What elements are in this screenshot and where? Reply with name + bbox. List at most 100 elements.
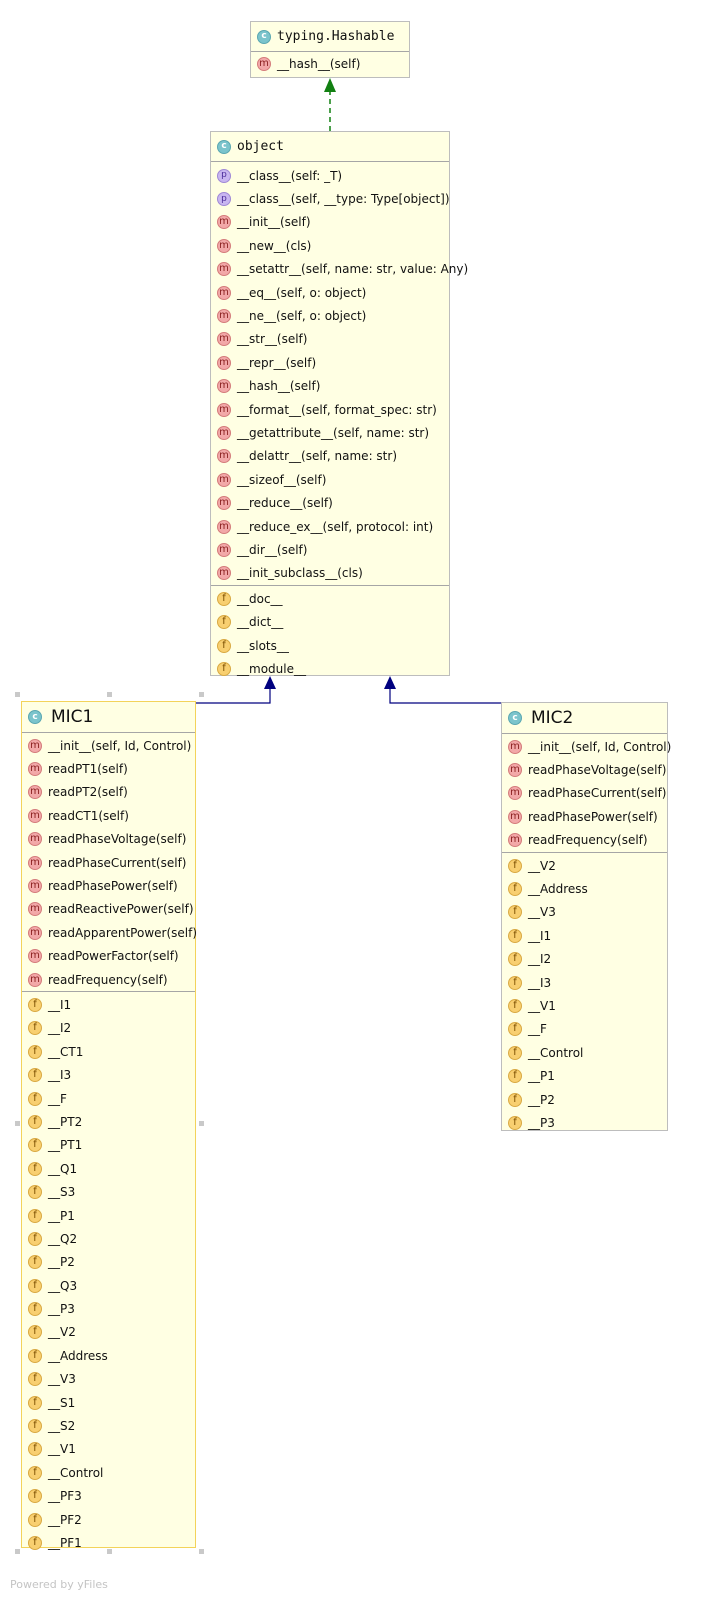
field-icon: f <box>28 1535 42 1550</box>
inherits-edge-mic2-object <box>389 688 501 704</box>
method-icon: m <box>28 972 42 987</box>
class-node-object[interactable]: c object p__class__(self: _T) p__class__… <box>210 131 468 676</box>
method-label: readFrequency(self) <box>48 972 168 987</box>
method-label: readReactivePower(self) <box>48 902 194 917</box>
field-icon: f <box>28 997 42 1012</box>
method-row: m__reduce__(self) <box>211 491 449 514</box>
method-label: readPhasePower(self) <box>48 879 178 894</box>
field-row: f__S1 <box>22 1391 195 1414</box>
field-row: f__P1 <box>502 1064 667 1087</box>
method-row: m__str__(self) <box>211 328 449 351</box>
field-label: __PT2 <box>48 1114 83 1129</box>
field-label: __Control <box>528 1045 584 1060</box>
method-label: readPhaseCurrent(self) <box>528 786 667 801</box>
property-icon: p <box>217 192 231 207</box>
class-name: object <box>237 139 284 154</box>
field-icon: f <box>28 1255 42 1270</box>
method-row: m readPhasePower(self) <box>22 874 195 897</box>
field-icon: f <box>508 1115 522 1130</box>
field-row: f__Q2 <box>22 1227 195 1250</box>
selection-handle[interactable] <box>107 692 112 697</box>
field-icon: f <box>508 952 522 967</box>
class-name: MIC2 <box>531 708 574 728</box>
method-icon: m <box>28 879 42 894</box>
method-icon: m <box>28 762 42 777</box>
method-label: __init_subclass__(cls) <box>237 566 363 581</box>
field-icon: f <box>217 638 231 653</box>
field-icon: f <box>28 1302 42 1317</box>
field-icon: f <box>28 1208 42 1223</box>
field-icon: f <box>28 1185 42 1200</box>
method-icon: m <box>217 496 231 511</box>
method-icon: m <box>257 56 271 71</box>
field-icon: f <box>28 1465 42 1480</box>
field-label: __PF1 <box>48 1535 82 1550</box>
field-label: __PF2 <box>48 1512 82 1527</box>
field-icon: f <box>28 1325 42 1340</box>
field-label: __Address <box>48 1348 108 1363</box>
field-label: __I2 <box>528 952 552 967</box>
selection-handle[interactable] <box>199 692 204 697</box>
method-label: readPhaseVoltage(self) <box>48 832 187 847</box>
field-icon: f <box>508 1022 522 1037</box>
fields-section: f__V2 f__Address f__V3 f__I1 f__I2 f__I3… <box>502 853 667 1135</box>
method-row: m__getattribute__(self, name: str) <box>211 421 449 444</box>
field-icon: f <box>28 1442 42 1457</box>
method-label: __reduce_ex__(self, protocol: int) <box>237 519 434 534</box>
field-row: f__PF3 <box>22 1485 195 1508</box>
property-label: __class__(self: _T) <box>237 168 343 183</box>
method-row: m __reduce_ex__(self, protocol: int) <box>211 515 449 538</box>
field-row: f__Address <box>502 877 667 900</box>
method-label: __hash__(self) <box>237 379 321 394</box>
field-label: __Q3 <box>48 1278 78 1293</box>
method-icon: m <box>217 262 231 277</box>
field-icon: f <box>508 1069 522 1084</box>
selection-handle[interactable] <box>15 1549 20 1554</box>
method-label: __hash__(self) <box>277 56 361 71</box>
field-row: f__slots__ <box>211 634 449 657</box>
selection-handle[interactable] <box>15 1121 20 1126</box>
method-icon: m <box>217 449 231 464</box>
field-label: __I2 <box>48 1021 72 1036</box>
field-row: f__Address <box>22 1344 195 1367</box>
field-row: f__CT1 <box>22 1040 195 1063</box>
method-label: __setattr__(self, name: str, value: Any) <box>237 262 469 277</box>
method-icon: m <box>217 425 231 440</box>
method-icon: m <box>28 785 42 800</box>
class-header: c MIC2 <box>502 703 667 734</box>
powered-by-watermark: Powered by yFiles <box>10 1578 108 1591</box>
selection-handle[interactable] <box>107 1549 112 1554</box>
property-label: __class__(self, __type: Type[object]) <box>237 192 450 207</box>
selection-handle[interactable] <box>199 1549 204 1554</box>
selection-handle[interactable] <box>199 1121 204 1126</box>
method-icon: m <box>28 855 42 870</box>
field-row: f__V1 <box>502 994 667 1017</box>
method-label: __new__(cls) <box>237 238 312 253</box>
field-row: f__I2 <box>22 1017 195 1040</box>
field-row: f__V3 <box>22 1368 195 1391</box>
implements-arrowhead <box>324 78 336 92</box>
method-icon: m <box>28 925 42 940</box>
method-icon: m <box>508 763 522 778</box>
class-node-hashable[interactable]: c typing.Hashable m__hash__(self) <box>250 21 410 78</box>
selection-handle[interactable] <box>15 692 20 697</box>
method-icon: m <box>508 739 522 754</box>
method-icon: m <box>217 519 231 534</box>
method-label: __sizeof__(self) <box>237 472 327 487</box>
field-row: f__I3 <box>22 1063 195 1086</box>
class-icon: c <box>257 29 271 44</box>
method-icon: m <box>217 566 231 581</box>
field-label: __P2 <box>528 1092 555 1107</box>
field-icon: f <box>508 998 522 1013</box>
method-row: m readFrequency(self) <box>22 968 195 991</box>
field-icon: f <box>508 1092 522 1107</box>
property-row: p__class__(self: _T) <box>211 164 449 187</box>
field-row: f__PT2 <box>22 1110 195 1133</box>
